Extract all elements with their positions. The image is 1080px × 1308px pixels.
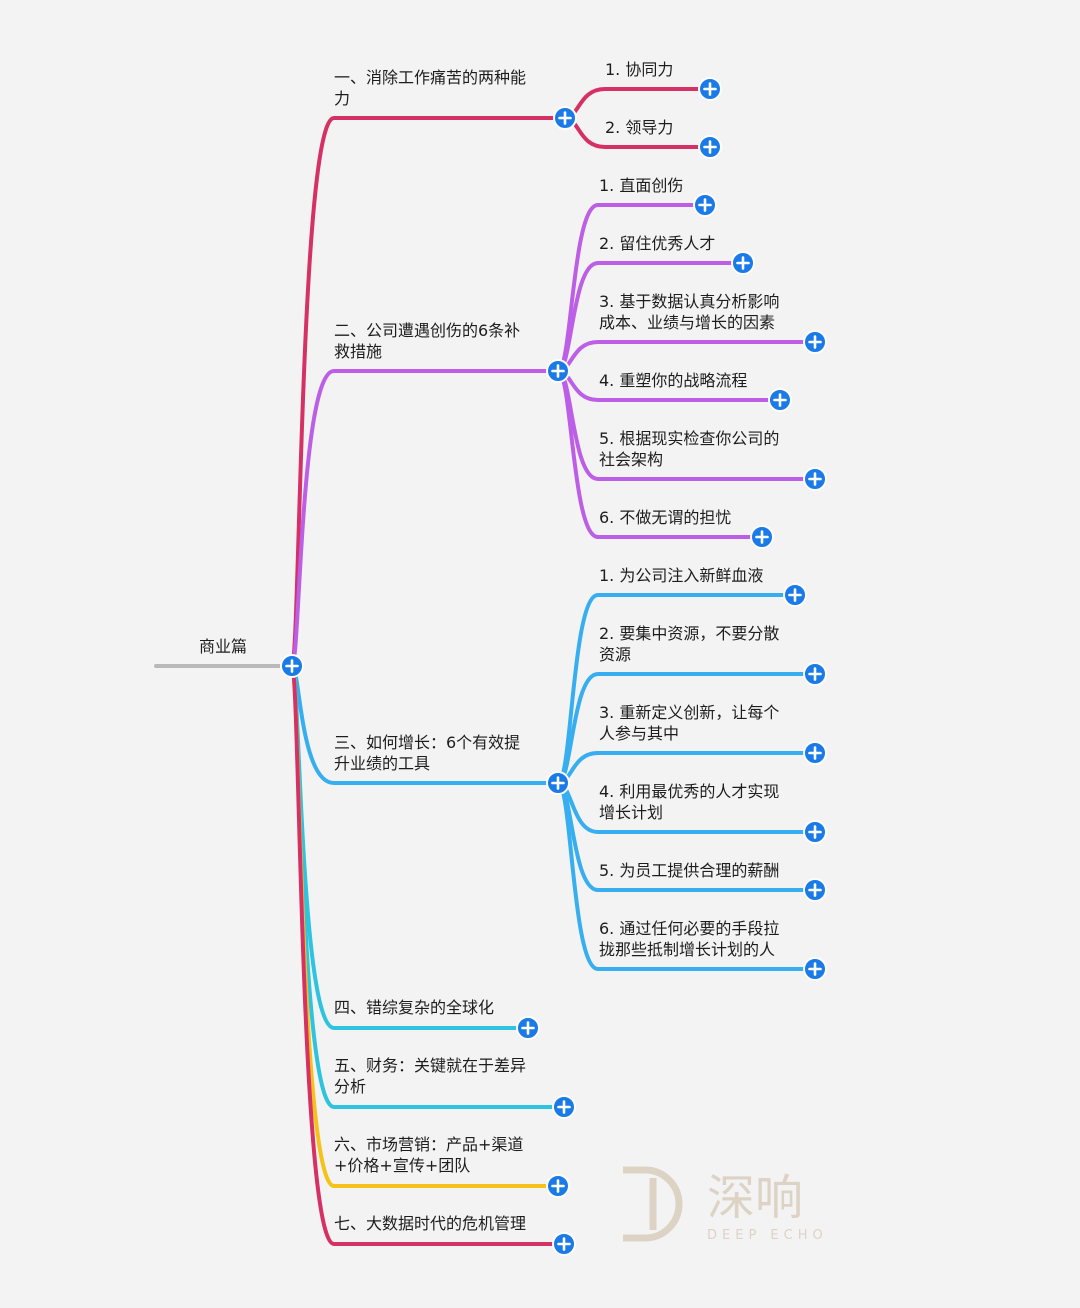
expand-button-2-1[interactable]: [693, 193, 717, 217]
watermark-en: DEEP ECHO: [707, 1228, 828, 1243]
child-line-2-3: [556, 340, 817, 373]
branch-label-5: 五、财务：关键就在于差异 分析: [334, 1056, 527, 1096]
expand-button-branch-7[interactable]: [552, 1232, 576, 1256]
child-line-3-3: [556, 751, 817, 785]
branch-line-1: [290, 116, 567, 668]
child-label-1-1: 1. 协同力: [605, 60, 674, 79]
child-label-2-1: 1. 直面创伤: [599, 176, 684, 195]
expand-button-1-1[interactable]: [698, 77, 722, 101]
child-label-3-6: 6. 通过任何必要的手段拉 拢那些抵制增长计划的人: [599, 919, 780, 959]
expand-button-2-4[interactable]: [768, 388, 792, 412]
child-label-2-5: 5. 根据现实检查你公司的 社会架构: [599, 429, 780, 469]
expand-button-2-5[interactable]: [803, 467, 827, 491]
expand-button-root[interactable]: [280, 654, 304, 678]
branch-label-2: 二、公司遭遇创伤的6条补 救措施: [334, 321, 521, 361]
expand-button-1-2[interactable]: [698, 135, 722, 159]
branch-label-6: 六、市场营销：产品+渠道 +价格+宣传+团队: [334, 1135, 524, 1175]
expand-button-3-6[interactable]: [803, 957, 827, 981]
child-label-3-2: 2. 要集中资源，不要分散 资源: [599, 624, 780, 664]
branch-label-3: 三、如何增长：6个有效提 升业绩的工具: [334, 733, 521, 773]
child-label-2-3: 3. 基于数据认真分析影响 成本、业绩与增长的因素: [599, 292, 780, 332]
child-label-2-6: 6. 不做无谓的担忧: [599, 508, 732, 527]
child-line-1-1: [563, 87, 712, 120]
expand-button-branch-6[interactable]: [546, 1174, 570, 1198]
child-label-1-2: 2. 领导力: [605, 118, 674, 137]
child-label-3-1: 1. 为公司注入新鲜血液: [599, 566, 764, 585]
child-label-3-4: 4. 利用最优秀的人才实现 增长计划: [599, 782, 780, 822]
expand-button-branch-5[interactable]: [552, 1095, 576, 1119]
branch-line-4: [290, 664, 530, 1030]
expand-button-3-4[interactable]: [803, 820, 827, 844]
expand-button-3-3[interactable]: [803, 741, 827, 765]
expand-button-3-2[interactable]: [803, 662, 827, 686]
child-label-2-4: 4. 重塑你的战略流程: [599, 371, 748, 390]
expand-button-branch-1[interactable]: [553, 106, 577, 130]
branch-line-7: [290, 664, 566, 1246]
child-label-2-2: 2. 留住优秀人才: [599, 234, 716, 253]
child-label-3-5: 5. 为员工提供合理的薪酬: [599, 861, 780, 880]
root-label: 商业篇: [199, 637, 248, 656]
expand-button-3-1[interactable]: [783, 583, 807, 607]
branch-label-1: 一、消除工作痛苦的两种能 力: [334, 68, 527, 108]
expand-button-3-5[interactable]: [803, 878, 827, 902]
branch-label-4: 四、错综复杂的全球化: [334, 998, 495, 1017]
expand-button-branch-2[interactable]: [546, 359, 570, 383]
branch-label-7: 七、大数据时代的危机管理: [334, 1214, 527, 1233]
expand-button-2-2[interactable]: [731, 251, 755, 275]
expand-button-2-6[interactable]: [750, 525, 774, 549]
deep-echo-logo: 深响 DEEP ECHO: [623, 1166, 828, 1243]
expand-button-2-3[interactable]: [803, 330, 827, 354]
child-label-3-3: 3. 重新定义创新，让每个 人参与其中: [599, 703, 780, 743]
expand-button-branch-3[interactable]: [546, 771, 570, 795]
watermark-cn: 深响: [707, 1170, 803, 1226]
branch-line-2: [290, 369, 560, 668]
expand-button-branch-4[interactable]: [516, 1016, 540, 1040]
